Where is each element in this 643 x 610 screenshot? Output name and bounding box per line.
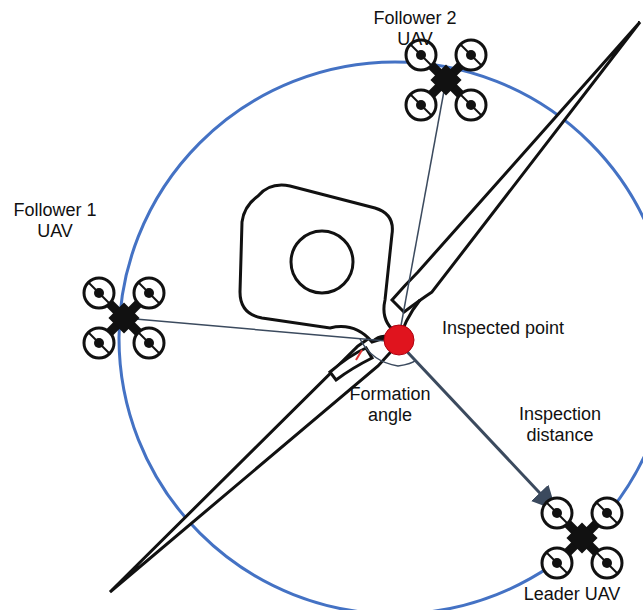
turbine-nacelle [240, 185, 420, 344]
angle-label: Formation angle [340, 384, 440, 426]
follower-uav [84, 278, 164, 358]
follower-uav [406, 40, 486, 120]
formation-line [124, 318, 398, 342]
turbine-blades [110, 22, 640, 592]
distance-label: Inspection distance [500, 404, 620, 446]
inspected-point [384, 325, 414, 355]
uav-label: Follower 2 UAV [360, 8, 470, 50]
inspection-circle [119, 62, 643, 610]
leader-uav [542, 498, 622, 578]
point-label: Inspected point [428, 318, 578, 339]
angle-mark [356, 350, 362, 360]
uav-label: Follower 1 UAV [5, 200, 105, 242]
uav-label: Leader UAV [512, 584, 632, 605]
